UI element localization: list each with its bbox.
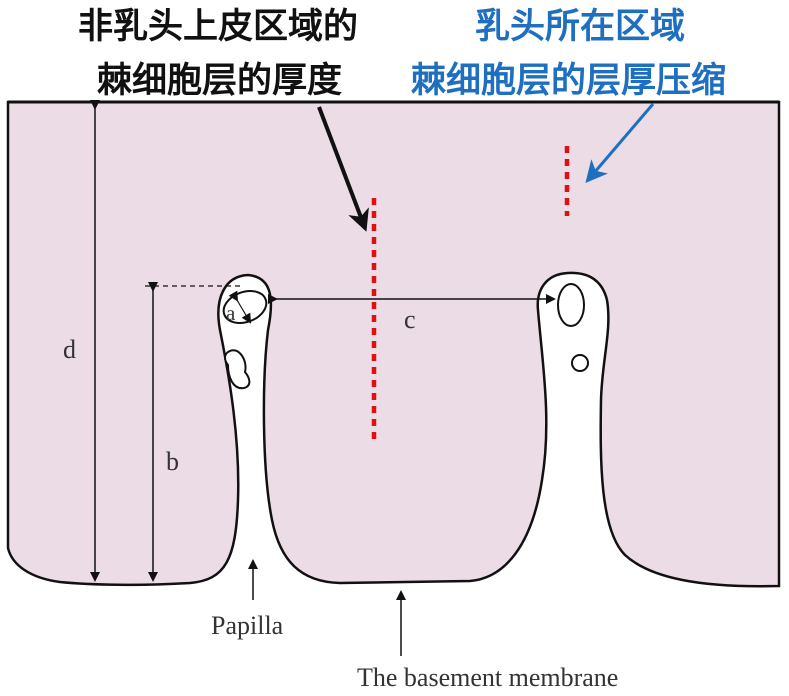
epidermis-region <box>6 100 781 588</box>
right-papilla-small-circle <box>571 354 589 372</box>
basement-membrane-label: The basement membrane <box>357 663 618 692</box>
left-title-line2: 棘细胞层的厚度 <box>97 61 342 101</box>
left-papilla-kidney-shape <box>224 349 251 390</box>
black-annotation-arrow <box>317 106 369 232</box>
left-title-line1: 非乳头上皮区域的 <box>78 7 358 47</box>
a-measure-arrow <box>228 290 252 324</box>
blue-annotation-arrow <box>585 103 655 184</box>
label-a: a <box>226 301 236 325</box>
right-title-line1: 乳头所在区域 <box>475 7 685 47</box>
label-b: b <box>166 447 179 476</box>
papilla-label: Papilla <box>211 611 284 640</box>
right-title-line2: 棘细胞层的层厚压缩 <box>411 61 726 101</box>
label-d: d <box>63 335 76 364</box>
label-c: c <box>404 305 416 334</box>
right-papilla-top-oval <box>557 283 585 327</box>
